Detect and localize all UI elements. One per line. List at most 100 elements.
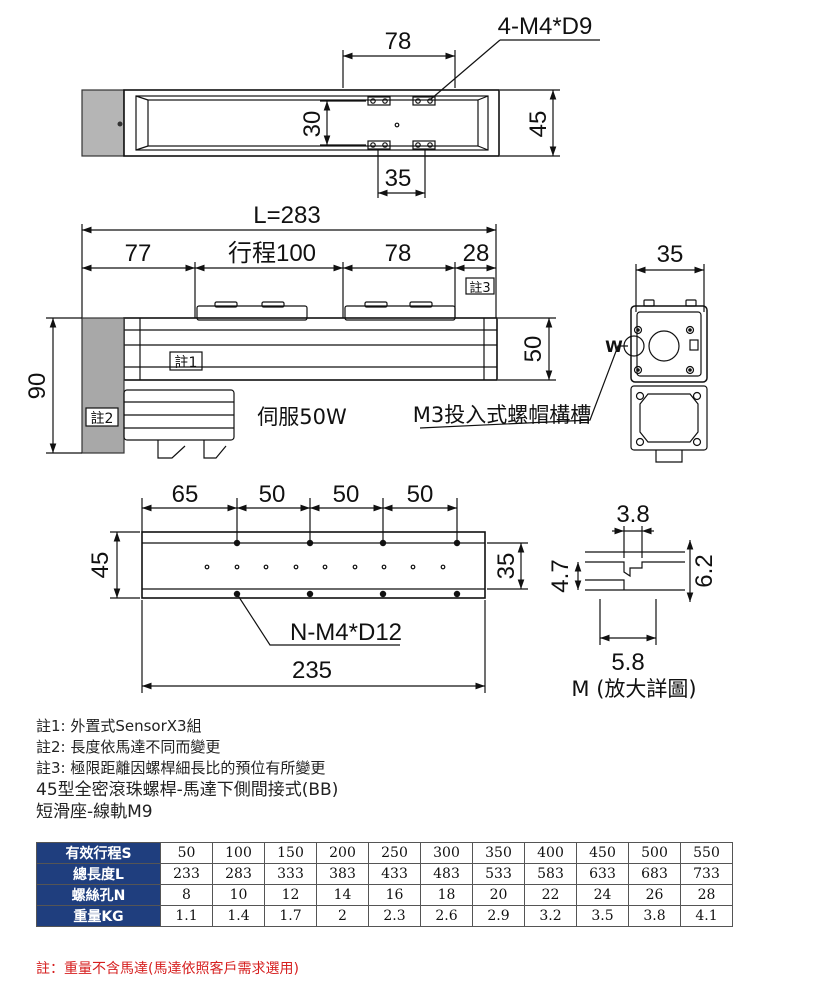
carriage-left [196,305,308,321]
side-dim-overall: 90 [24,373,51,400]
side-motor-block [81,317,125,454]
rail-dim-length: 235 [292,657,332,684]
spec-row-label: 重量KG [36,905,161,927]
side-view [46,224,556,459]
spec-cell: 14 [316,884,369,906]
spec-cell: 683 [628,863,681,885]
rail-center-holes [204,564,446,570]
carriage-right [344,305,456,321]
end-body [630,305,708,383]
slot-profile [585,551,685,591]
spec-cell: 2.3 [368,905,421,927]
spec-cell: 533 [472,863,525,885]
spec-cell: 1.1 [160,905,213,927]
side-dim-carriage: 78 [385,240,412,267]
detail-view [574,526,694,645]
top-dim-45: 45 [525,111,552,138]
spec-cell: 12 [264,884,317,906]
top-motor-block [81,89,125,157]
detail-dim-left: 4.7 [547,559,574,592]
detail-caption: M (放大詳圖) [571,677,696,701]
motor-label: 伺服50W [257,405,347,429]
rail-dim-height: 45 [87,552,114,579]
spec-cell: 22 [524,884,577,906]
spec-cell: 3.8 [628,905,681,927]
spec-cell: 10 [212,884,265,906]
spec-cell: 28 [680,884,733,906]
note2-tag: 註2 [91,411,114,427]
spec-cell: 8 [160,884,213,906]
spec-cell: 433 [368,863,421,885]
notes-block: 註1: 外置式SensorX3組 註2: 長度依馬達不同而變更 註3: 極限距離… [36,716,456,823]
note3-tag: 註3 [469,281,490,296]
spec-cell: 483 [420,863,473,885]
spec-cell: 200 [316,842,369,864]
model-subtitle: 短滑座-線軌M9 [36,802,153,822]
detail-dim-bottom: 5.8 [611,649,644,676]
spec-cell: 100 [212,842,265,864]
spec-cell: 26 [628,884,681,906]
technical-drawing: 78 4-M4*D9 30 45 35 [24,13,718,701]
spec-cell: 1.4 [212,905,265,927]
top-view [81,39,600,198]
spec-row-label: 螺絲孔N [36,884,161,906]
spec-cell: 733 [680,863,733,885]
spec-cell: 2.9 [472,905,525,927]
rail-dim-c: 50 [333,481,360,508]
spec-cell: 50 [160,842,213,864]
end-view [419,264,708,463]
top-dim-30: 30 [299,111,326,138]
rail-view [110,498,528,693]
rail-dim-b: 50 [259,481,286,508]
detail-dim-top: 3.8 [616,501,649,528]
spec-cell: 283 [212,863,265,885]
top-dim-35: 35 [385,165,412,192]
spec-cell: 450 [576,842,629,864]
spec-cell: 1.7 [264,905,317,927]
rail-dim-inner: 35 [493,553,520,580]
spec-cell: 16 [368,884,421,906]
rail-dim-a: 65 [172,481,199,508]
spec-cell: 150 [264,842,317,864]
rail-holes-label: N-M4*D12 [290,619,402,646]
spec-cell: 500 [628,842,681,864]
spec-cell: 250 [368,842,421,864]
note1-tag: 註1 [175,355,198,371]
end-dim-width: 35 [657,241,684,268]
rail-body [141,531,486,599]
top-body [123,89,500,157]
model-title: 45型全密滾珠螺桿-馬達下側間接式(BB) [36,780,339,800]
spec-cell: 24 [576,884,629,906]
slot-label: M3投入式螺帽構槽 [413,403,591,427]
spec-cell: 583 [524,863,577,885]
side-dim-height: 50 [520,336,547,363]
detail-dim-right: 6.2 [691,554,718,587]
spec-cell: 333 [264,863,317,885]
top-mount-holes [367,96,436,150]
side-dim-end: 28 [463,240,490,267]
top-dim-78: 78 [385,28,412,55]
spec-cell: 300 [420,842,473,864]
note-1: 註1: 外置式SensorX3組 [36,717,202,735]
spec-cell: 2.6 [420,905,473,927]
note-3: 註3: 極限距離因螺桿細長比的預位有所變更 [36,759,326,777]
side-dim-stroke: 行程100 [228,240,316,267]
spec-row-label: 總長度L [36,863,161,885]
spec-cell: 233 [160,863,213,885]
spec-row-label: 有效行程S [36,842,161,864]
spec-cell: 2 [316,905,369,927]
spec-cell: 4.1 [680,905,733,927]
top-dim-holes: 4-M4*D9 [498,13,593,40]
spec-cell: 18 [420,884,473,906]
spec-cell: 633 [576,863,629,885]
w-label: W [605,337,623,356]
spec-cell: 550 [680,842,733,864]
side-dim-motor: 77 [125,240,152,267]
rail-dim-d: 50 [407,481,434,508]
spec-cell: 3.2 [524,905,577,927]
end-motor [630,385,708,451]
